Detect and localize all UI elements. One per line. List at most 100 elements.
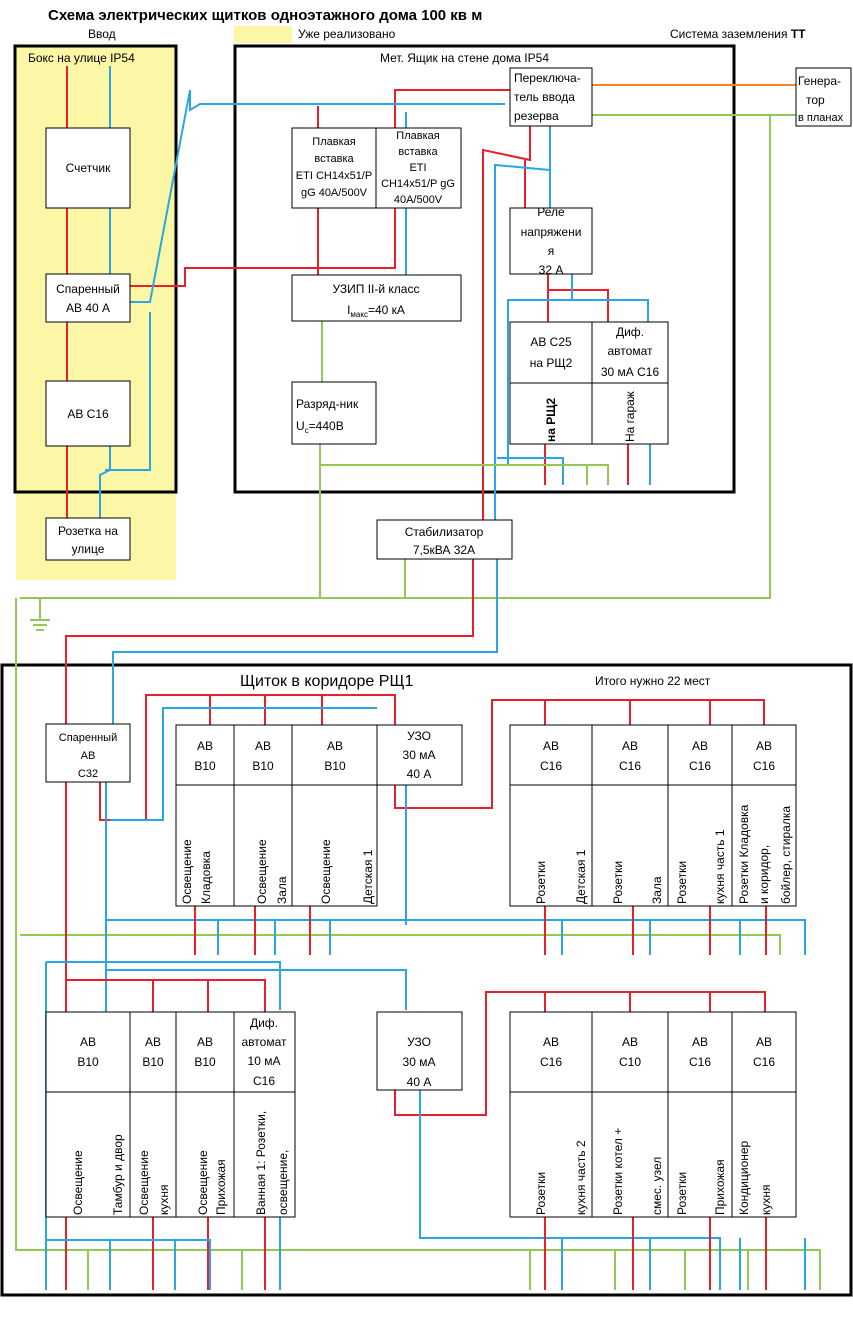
svg-text:Ванная 1: Розетки,: Ванная 1: Розетки,	[254, 1111, 268, 1215]
svg-text:С32: С32	[78, 768, 98, 780]
breaker-lighting-hallway[interactable]: АВ В10 Освещение Прихожая	[194, 1035, 228, 1215]
svg-text:С16: С16	[540, 759, 562, 773]
svg-text:Детская 1: Детская 1	[574, 849, 588, 904]
svg-text:В10: В10	[194, 759, 216, 773]
svg-text:Освещение: Освещение	[71, 1150, 85, 1215]
svg-text:УЗИП II-й класс: УЗИП II-й класс	[333, 282, 420, 296]
outdoor-box-frame	[13, 44, 178, 494]
svg-text:я: я	[548, 244, 555, 258]
svg-text:автомат: автомат	[242, 1035, 287, 1049]
rcd-2[interactable]: УЗО 30 мА 40 А	[376, 1011, 463, 1091]
svg-text:АВ: АВ	[327, 739, 343, 753]
svg-text:С16: С16	[753, 759, 775, 773]
meter[interactable]: Счетчик	[45, 127, 131, 209]
svg-text:Освещение: Освещение	[196, 1150, 210, 1215]
svg-text:резерва: резерва	[514, 109, 559, 123]
svg-text:30 мА: 30 мА	[403, 748, 436, 762]
breaker-sockets-kitchen-2[interactable]: АВ С16 Розетки кухня часть 2	[534, 1035, 588, 1215]
svg-text:вставка: вставка	[314, 153, 354, 165]
transfer-switch[interactable]: Переключа- тель ввода резерва	[509, 67, 593, 127]
grounding-prefix: Система заземления	[670, 27, 791, 41]
svg-text:Розетки: Розетки	[611, 861, 625, 904]
svg-text:Кондиционер: Кондиционер	[737, 1140, 751, 1215]
dif-breaker-garage[interactable]: Диф. автомат 30 мА С16 На гараж	[591, 321, 669, 445]
svg-text:бойлер, стиралка: бойлер, стиралка	[779, 806, 793, 904]
svg-text:Освещение: Освещение	[137, 1150, 151, 1215]
svg-text:Розетки: Розетки	[675, 1172, 689, 1215]
svg-text:Iмакс=40 кА: Iмакс=40 кА	[347, 303, 405, 319]
surge-protector[interactable]: УЗИП II-й класс Iмакс=40 кА	[291, 274, 462, 322]
svg-text:10 мА: 10 мА	[248, 1054, 281, 1068]
main-breaker-c32[interactable]: Спаренный АВ С32	[45, 723, 131, 783]
svg-text:Плавкая: Плавкая	[396, 130, 439, 142]
breaker-sockets-storage-boiler[interactable]: АВ С16 Розетки Кладовка и коридор, бойле…	[737, 739, 793, 904]
breaker-lighting-storage[interactable]: АВ В10 Освещение Кладовка	[180, 739, 216, 904]
svg-text:УЗО: УЗО	[407, 729, 431, 743]
svg-text:кухня: кухня	[759, 1184, 773, 1215]
svg-text:АВ: АВ	[255, 739, 271, 753]
svg-text:АВ: АВ	[543, 739, 559, 753]
svg-text:ETI: ETI	[409, 162, 426, 174]
dif-breaker-bathroom[interactable]: Диф. автомат 10 мА С16 Ванная 1: Розетки…	[242, 1016, 290, 1215]
diagram-title: Схема электрических щитков одноэтажного …	[48, 7, 482, 24]
rcd-1[interactable]: УЗО 30 мА 40 А	[376, 724, 463, 786]
breaker-sockets-kitchen-1[interactable]: АВ С16 Розетки кухня часть 1	[675, 739, 727, 904]
svg-text:Розетка на: Розетка на	[58, 524, 118, 538]
svg-text:АВ С16: АВ С16	[67, 407, 109, 421]
svg-text:освещение,: освещение,	[276, 1150, 290, 1215]
svg-text:Розетки: Розетки	[534, 861, 548, 904]
svg-text:автомат: автомат	[608, 344, 653, 358]
svg-text:Переключа-: Переключа-	[514, 71, 581, 85]
outdoor-breaker-c16[interactable]: АВ С16	[45, 380, 131, 447]
legend-grounding: Система заземления TT	[670, 27, 806, 41]
svg-text:Тамбур и двор: Тамбур и двор	[111, 1134, 125, 1215]
svg-text:Кладовка: Кладовка	[199, 851, 213, 904]
fuse-1[interactable]: Плавкая вставка ETI CH14x51/P gG 40A/500…	[291, 127, 377, 209]
arrester[interactable]: Разряд-ник Uc=440В	[291, 381, 377, 445]
svg-text:Стабилизатор: Стабилизатор	[405, 525, 484, 539]
svg-text:АВ: АВ	[622, 739, 638, 753]
voltage-relay[interactable]: Реле напряжени я 32 А	[509, 205, 593, 277]
rsh1-title: Щиток в коридоре РЩ1	[240, 673, 413, 690]
svg-text:вставка: вставка	[398, 146, 438, 158]
svg-text:Освещение: Освещение	[319, 839, 333, 904]
breaker-lighting-kitchen[interactable]: АВ В10 Освещение кухня	[137, 1035, 171, 1215]
svg-text:АВ: АВ	[756, 739, 772, 753]
breaker-lighting-kids[interactable]: АВ В10 Освещение Детская 1	[319, 739, 375, 904]
svg-text:АВ: АВ	[197, 1035, 213, 1049]
svg-text:Розетки Кладовка: Розетки Кладовка	[737, 804, 751, 904]
svg-text:кухня часть 2: кухня часть 2	[574, 1140, 588, 1215]
svg-text:Счетчик: Счетчик	[66, 161, 112, 175]
stabilizer[interactable]: Стабилизатор 7,5кВА 32А	[376, 519, 513, 560]
svg-text:АВ: АВ	[622, 1035, 638, 1049]
svg-text:Зала: Зала	[650, 876, 664, 904]
generator[interactable]: Генера- тор в планах	[795, 67, 852, 127]
svg-text:В10: В10	[252, 759, 274, 773]
svg-text:АВ: АВ	[197, 739, 213, 753]
breaker-sockets-kids[interactable]: АВ С16 Розетки Детская 1	[534, 739, 588, 904]
wires	[15, 66, 821, 1290]
outdoor-socket[interactable]: Розетка на улице	[45, 517, 131, 561]
svg-text:УЗО: УЗО	[407, 1035, 431, 1049]
svg-text:Розетки: Розетки	[534, 1172, 548, 1215]
svg-text:АВ: АВ	[543, 1035, 559, 1049]
svg-text:на РЩ2: на РЩ2	[544, 398, 558, 442]
svg-text:30 мА: 30 мА	[403, 1055, 436, 1069]
svg-text:В10: В10	[324, 759, 346, 773]
svg-text:30 мА С16: 30 мА С16	[601, 365, 660, 379]
fuse-2[interactable]: Плавкая вставка ETI CH14x51/P gG 40A/500…	[375, 127, 462, 209]
row2-breakers: АВ В10 Освещение Тамбур и двор АВ В10 Ос…	[45, 1011, 296, 1218]
breaker-sockets-hallway[interactable]: АВ С16 Розетки Прихожая	[675, 1035, 727, 1215]
breaker-sockets-hall[interactable]: АВ С16 Розетки Зала	[611, 739, 664, 904]
svg-text:С16: С16	[689, 1055, 711, 1069]
breaker-air-conditioner[interactable]: АВ С16 Кондиционер кухня	[737, 1035, 775, 1215]
svg-text:С16: С16	[540, 1055, 562, 1069]
paired-breaker-40a[interactable]: Спаренный АВ 40 А	[45, 273, 131, 323]
breaker-lighting-vestibule[interactable]: АВ В10 Освещение Тамбур и двор	[71, 1035, 125, 1215]
breaker-sockets-boiler[interactable]: АВ С10 Розетки котел + смес. узел	[611, 1035, 664, 1215]
breaker-lighting-hall[interactable]: АВ В10 Освещение Зала	[252, 739, 289, 904]
breaker-c25-rsh2[interactable]: АВ С25 на РЩ2 на РЩ2	[509, 321, 593, 445]
svg-text:АВ: АВ	[692, 739, 708, 753]
svg-text:АВ: АВ	[80, 1035, 96, 1049]
